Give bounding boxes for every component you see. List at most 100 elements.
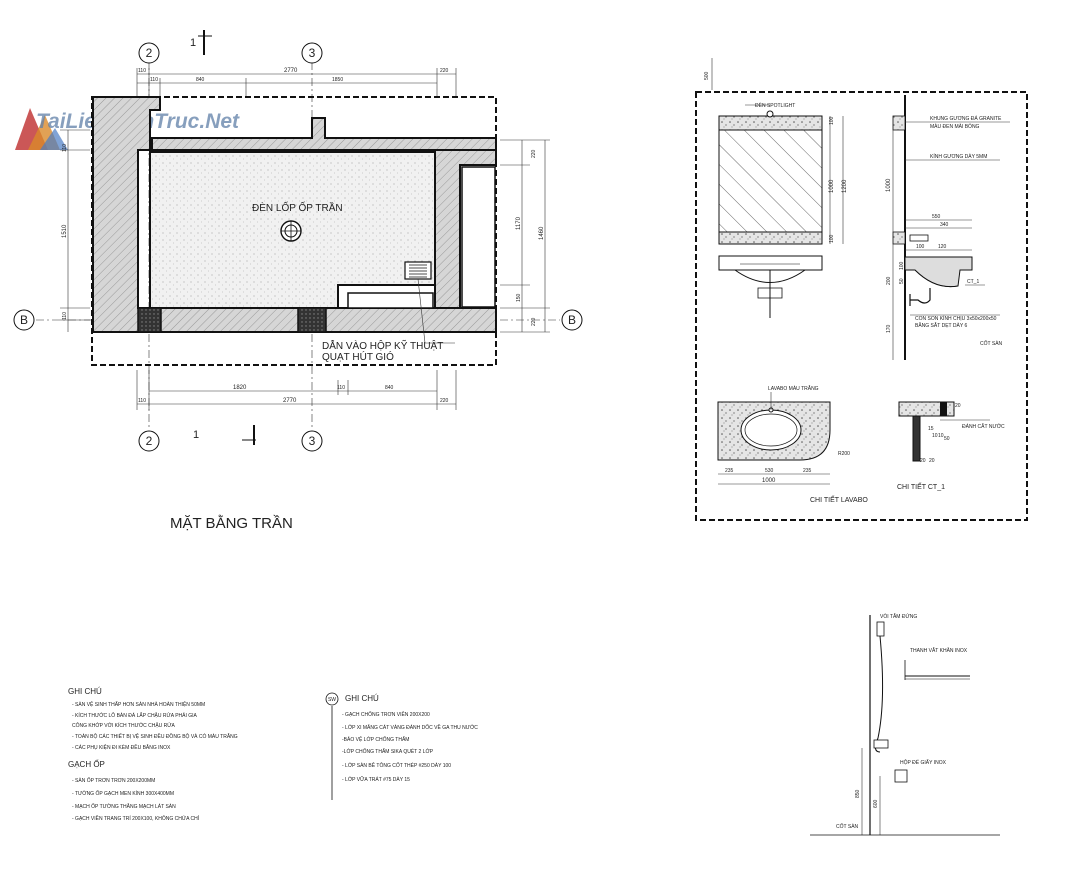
dim-right-5: 220 <box>531 317 537 326</box>
svg-text:550: 550 <box>932 214 941 220</box>
svg-text:-BẢO VỆ LỚP CHỐNG THẤM: -BẢO VỆ LỚP CHỐNG THẤM <box>342 735 409 743</box>
svg-text:KHUNG GƯƠNG ĐÁ GRANITE: KHUNG GƯƠNG ĐÁ GRANITE <box>930 115 1002 122</box>
svg-text:- KÍCH THƯỚC LỖ BÀN ĐÁ LẮP CHẬ: - KÍCH THƯỚC LỖ BÀN ĐÁ LẮP CHẬU RỬA PHẢI… <box>72 711 198 719</box>
svg-text:235: 235 <box>725 468 734 474</box>
grid-bubble-b-right: B <box>561 309 583 331</box>
tile-title: GẠCH ỐP <box>68 759 105 769</box>
mixer-icon <box>873 739 889 749</box>
svg-text:15: 15 <box>928 426 934 432</box>
svg-text:340: 340 <box>940 222 949 228</box>
svg-text:200: 200 <box>886 276 892 285</box>
svg-text:- TOÀN BỘ CÁC THIẾT BỊ VỆ SINH: - TOÀN BỘ CÁC THIẾT BỊ VỆ SINH ĐỀU ĐỒNG … <box>72 732 238 740</box>
svg-text:1: 1 <box>190 37 196 49</box>
svg-text:- TƯỜNG ỐP GẠCH MEN KÍNH 300X4: - TƯỜNG ỐP GẠCH MEN KÍNH 300X400MM <box>72 790 174 797</box>
svg-text:3: 3 <box>309 434 316 448</box>
spotlight-label: ĐÈN SPOTLIGHT <box>755 102 795 109</box>
section-marker-top: 1 <box>190 30 212 55</box>
svg-text:B: B <box>568 313 576 327</box>
dim-left-2: 1510 <box>62 224 68 238</box>
svg-text:170: 170 <box>886 324 892 333</box>
svg-text:CỐT SÀN: CỐT SÀN <box>980 340 1003 347</box>
dim-left-3: 110 <box>62 312 68 320</box>
svg-text:235: 235 <box>803 468 812 474</box>
svg-text:LAVABO MÀU TRẮNG: LAVABO MÀU TRẮNG <box>768 384 819 392</box>
lavabo-detail: 500 ĐÈN SPOTLIGHT 100 1000 1200 100 1000… <box>695 58 1028 521</box>
dim-top-2: 2770 <box>284 68 298 74</box>
exhaust-fan-icon <box>404 261 432 280</box>
lavabo-title: CHI TIẾT LAVABO <box>810 494 868 504</box>
svg-text:100: 100 <box>829 116 835 125</box>
svg-text:100: 100 <box>916 244 925 250</box>
svg-text:B: B <box>20 313 28 327</box>
dim-top-inner-2: 840 <box>196 77 205 83</box>
svg-text:530: 530 <box>765 468 774 474</box>
svg-text:20: 20 <box>920 458 926 464</box>
svg-text:- SÀN ỐP TRƠN TRƠN 200X200MM: - SÀN ỐP TRƠN TRƠN 200X200MM <box>72 777 155 784</box>
svg-text:600: 600 <box>873 799 879 808</box>
dim-right-4: 150 <box>516 293 522 302</box>
paper-holder-icon <box>894 769 908 783</box>
svg-text:- LỚP XI MĂNG CÁT VÀNG ĐÁNH DỐ: - LỚP XI MĂNG CÁT VÀNG ĐÁNH DỐC VỀ GA TH… <box>342 724 478 731</box>
notes-block: GHI CHÚ - SÀN VỆ SINH THẤP HƠN SÀN NHÀ H… <box>68 687 478 822</box>
dim-top-1: 110 <box>138 68 146 74</box>
grid-bubble-2-top: 2 <box>138 42 160 64</box>
sw-badge-icon <box>325 692 339 706</box>
svg-text:KÍNH GƯƠNG DÀY 5MM: KÍNH GƯƠNG DÀY 5MM <box>930 153 987 160</box>
svg-text:3: 3 <box>309 46 316 60</box>
svg-text:1000: 1000 <box>829 179 835 193</box>
plan-title: MẶT BẰNG TRẦN <box>170 514 293 532</box>
svg-text:SW: SW <box>328 697 336 703</box>
svg-text:50: 50 <box>899 278 905 284</box>
dim-top-inner-1: 110 <box>150 77 158 83</box>
svg-text:- GẠCH CHỐNG TRƠN VIÊN 200X200: - GẠCH CHỐNG TRƠN VIÊN 200X200 <box>342 710 430 718</box>
dim-right-2: 1170 <box>516 216 522 230</box>
svg-text:10: 10 <box>938 433 944 439</box>
shower-elevation: VÒI TẮM ĐỨNG THANH VẮT KHĂN INOX HỘP ĐỂ … <box>810 612 1000 836</box>
svg-text:100: 100 <box>899 261 905 270</box>
ct1-title: CHI TIẾT CT_1 <box>897 481 945 491</box>
svg-text:1000: 1000 <box>762 478 776 484</box>
dim-bottom-3: 840 <box>385 385 394 391</box>
notes-title: GHI CHÚ <box>68 687 102 696</box>
svg-text:1000: 1000 <box>886 178 892 192</box>
dim-left-1: 110 <box>62 144 68 152</box>
svg-text:MÀU ĐEN MÀI BÓNG: MÀU ĐEN MÀI BÓNG <box>930 123 980 130</box>
grid-bubble-3-bottom: 3 <box>301 430 323 452</box>
svg-text:1200: 1200 <box>842 179 848 193</box>
dim-bottom-2: 110 <box>337 385 345 391</box>
svg-text:100: 100 <box>829 234 835 243</box>
dim-top-inner-3: 1850 <box>332 77 343 83</box>
svg-text:2: 2 <box>146 434 153 448</box>
svg-text:- CÁC PHỤ KIỆN ĐI KÈM ĐỀU BẰNG: - CÁC PHỤ KIỆN ĐI KÈM ĐỀU BẰNG INOX <box>72 743 171 751</box>
dim-bottom-1: 1820 <box>233 385 247 391</box>
grid-bubble-b-left: B <box>13 309 35 331</box>
grid-bubble-3-top: 3 <box>301 42 323 64</box>
svg-text:HỘP ĐỂ GIẤY INOX: HỘP ĐỂ GIẤY INOX <box>900 759 947 766</box>
dim-bottom-total-3: 220 <box>440 398 449 404</box>
dim-top-3: 220 <box>440 68 449 74</box>
svg-text:VÒI TẮM ĐỨNG: VÒI TẮM ĐỨNG <box>880 612 917 620</box>
section-marker-bottom: 1 <box>193 425 256 445</box>
svg-text:- GẠCH VIỀN TRANG TRÍ 200X100,: - GẠCH VIỀN TRANG TRÍ 200X100, KHÔNG CHỨ… <box>72 815 200 822</box>
dim-bottom-total-2: 2770 <box>283 398 297 404</box>
ceiling-plan: ĐÈN LỐP ỐP TRẦN DẪN VÀO HỘP KỸ THUẬT QUẠ… <box>13 30 583 532</box>
svg-text:THANH VẮT KHĂN INOX: THANH VẮT KHĂN INOX <box>910 646 968 654</box>
svg-text:- LỚP SÀN BÊ TÔNG CỐT THÉP #25: - LỚP SÀN BÊ TÔNG CỐT THÉP #250 DÀY 100 <box>342 761 451 769</box>
svg-text:20: 20 <box>929 458 935 464</box>
svg-text:50: 50 <box>944 436 950 442</box>
svg-text:20: 20 <box>955 403 961 409</box>
shower-head-icon <box>876 621 885 637</box>
svg-text:10: 10 <box>932 433 938 439</box>
svg-text:-LỚP CHỐNG THẤM SIKA QUÉT 2 LỚ: -LỚP CHỐNG THẤM SIKA QUÉT 2 LỚP <box>342 748 434 755</box>
grid-bubble-2-bottom: 2 <box>138 430 160 452</box>
svg-text:R200: R200 <box>838 451 850 457</box>
svg-text:500: 500 <box>704 71 710 80</box>
svg-text:120: 120 <box>938 244 947 250</box>
svg-text:GHI CHÚ: GHI CHÚ <box>345 694 379 703</box>
svg-text:1: 1 <box>193 429 199 441</box>
svg-text:CỐT SÀN: CỐT SÀN <box>836 823 859 830</box>
spotlight-icon <box>766 110 774 118</box>
duct-label-1: DẪN VÀO HỘP KỸ THUẬT <box>322 339 443 352</box>
dim-right-1: 220 <box>531 149 537 158</box>
